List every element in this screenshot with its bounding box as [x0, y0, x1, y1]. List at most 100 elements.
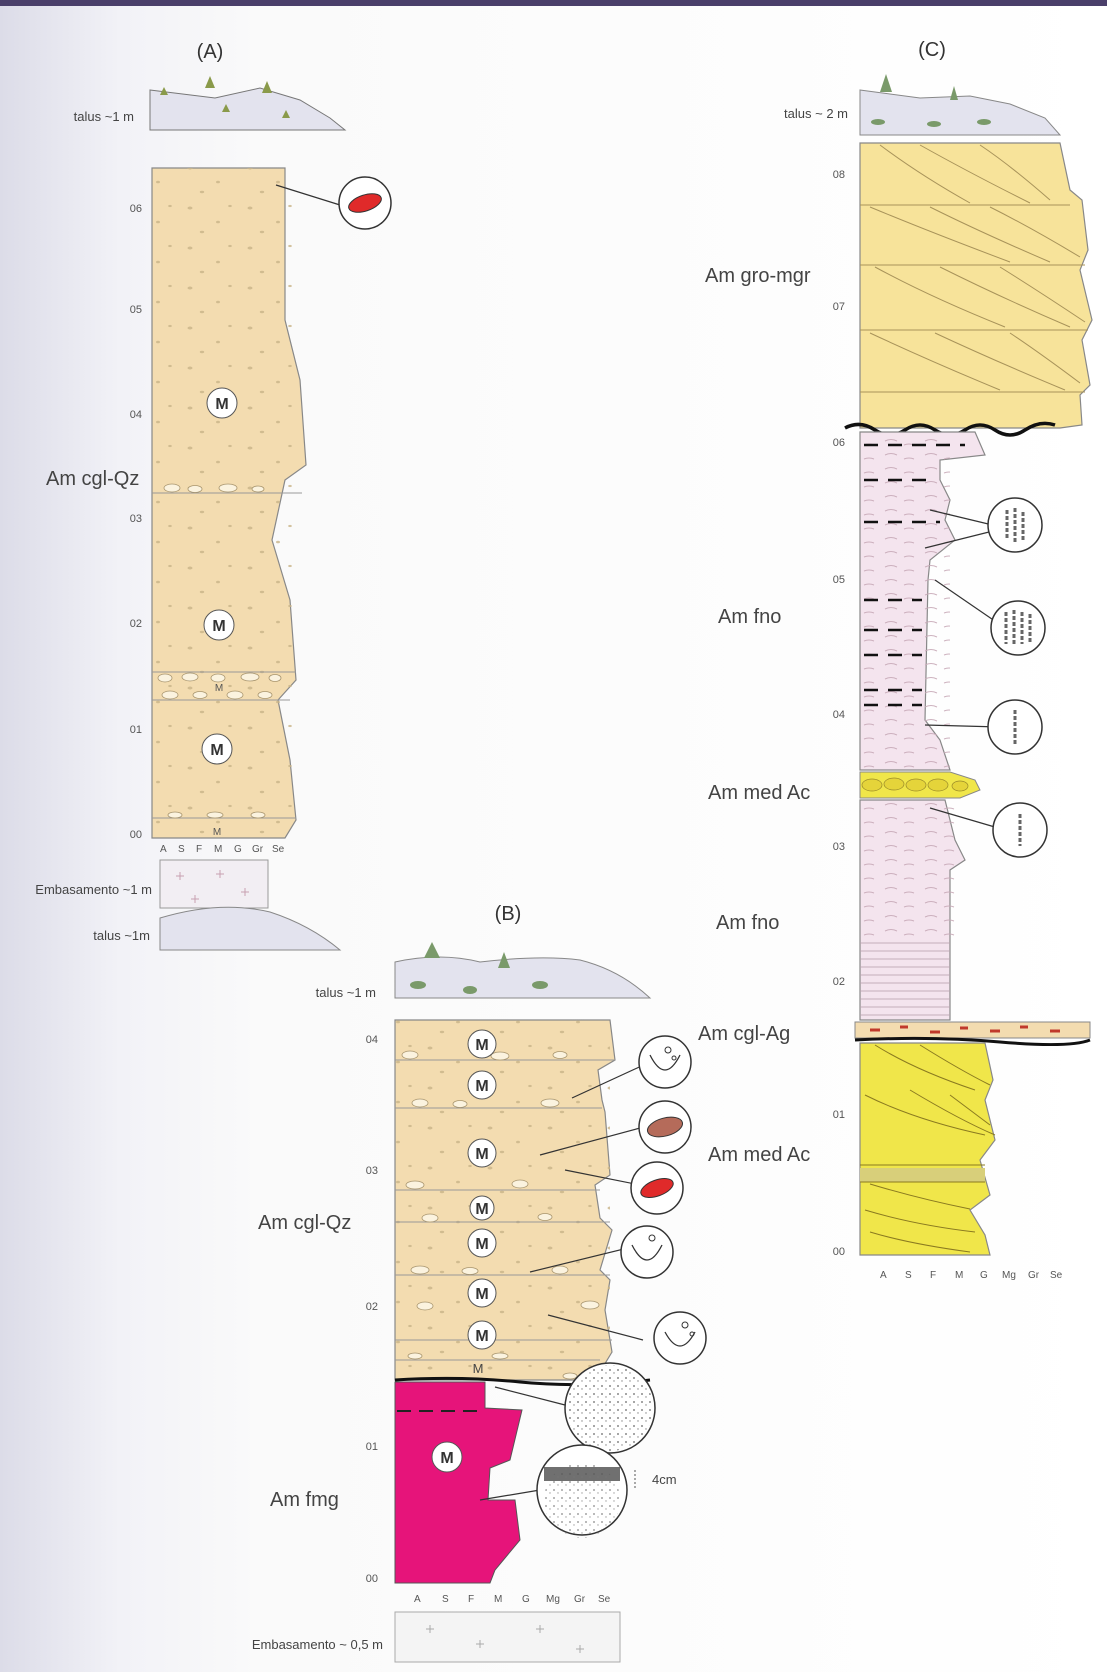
- grain-scale-c: A S F M G Mg Gr Se: [880, 1270, 1063, 1281]
- column-c: (C) talus ~ 2 m: [698, 39, 1092, 1281]
- gs-c: Gr: [1028, 1270, 1040, 1281]
- tick-a-04: 04: [130, 409, 142, 421]
- talus-bottom-a-label: talus ~1m: [93, 928, 150, 943]
- m-label: M: [212, 618, 225, 635]
- talus-top-a: [150, 88, 345, 130]
- trace-fossil-icon: [639, 1036, 691, 1088]
- tick-b-00: 00: [366, 1573, 378, 1585]
- facies-label-c: Am gro-mgr: [705, 265, 811, 287]
- basement-b: [395, 1612, 620, 1662]
- column-b: (B) talus ~1 m M M: [252, 903, 706, 1662]
- gs-b: G: [522, 1594, 530, 1605]
- tick-a-03: 03: [130, 513, 142, 525]
- talus-bottom-a: [160, 907, 340, 950]
- m-label: M: [475, 1037, 488, 1054]
- facies-label-c: Am cgl-Ag: [698, 1023, 790, 1045]
- gs-c: S: [905, 1270, 912, 1281]
- column-a-title: (A): [197, 41, 224, 63]
- trace-fossil-icon: [654, 1312, 706, 1364]
- gs-b: Mg: [546, 1594, 560, 1605]
- facies-label-b-upper: Am cgl-Qz: [258, 1212, 351, 1234]
- m-label: M: [215, 683, 223, 694]
- gs-c: F: [930, 1270, 936, 1281]
- gs-b: F: [468, 1594, 474, 1605]
- talus-top-c-label: talus ~ 2 m: [784, 106, 848, 121]
- texture-detail-icon: [565, 1363, 655, 1453]
- m-label: M: [475, 1286, 488, 1303]
- talus-top-b: [395, 957, 650, 998]
- gs-a: M: [214, 844, 222, 855]
- burrow-icon: [991, 601, 1045, 655]
- m-label: M: [475, 1328, 488, 1345]
- tick-c-00: 00: [833, 1246, 845, 1258]
- tick-a-05: 05: [130, 304, 142, 316]
- column-b-title: (B): [495, 903, 522, 925]
- m-label: M: [210, 742, 223, 759]
- tick-c-02: 02: [833, 976, 845, 988]
- tick-b-01: 01: [366, 1441, 378, 1453]
- tick-b-02: 02: [366, 1301, 378, 1313]
- gs-a: S: [178, 844, 185, 855]
- m-label: M: [213, 827, 221, 838]
- laminated-detail-icon: [537, 1445, 627, 1538]
- m-label: M: [475, 1201, 488, 1218]
- facies-label-a: Am cgl-Qz: [46, 468, 139, 490]
- talus-top-c: [860, 90, 1060, 135]
- tick-b-03: 03: [366, 1165, 378, 1177]
- thickness-note: 4cm: [652, 1472, 677, 1487]
- grain-scale-b: A S F M G Mg Gr Se: [414, 1594, 611, 1605]
- column-c-cross-bedded-lower: [860, 1043, 995, 1255]
- column-c-cross-bedded-upper: [860, 143, 1092, 428]
- gs-b: Se: [598, 1594, 611, 1605]
- gs-c: A: [880, 1270, 887, 1281]
- m-label: M: [475, 1146, 488, 1163]
- gs-a: Se: [272, 844, 285, 855]
- gs-b: S: [442, 1594, 449, 1605]
- tick-c-04: 04: [833, 709, 845, 721]
- talus-top-b-label: talus ~1 m: [316, 985, 376, 1000]
- gs-a: F: [196, 844, 202, 855]
- tick-a-06: 06: [130, 203, 142, 215]
- tick-a-00: 00: [130, 829, 142, 841]
- tick-c-03: 03: [833, 841, 845, 853]
- gs-c: Mg: [1002, 1270, 1016, 1281]
- tick-c-05: 05: [833, 574, 845, 586]
- gs-a: G: [234, 844, 242, 855]
- basement-a: [160, 860, 268, 908]
- m-label: M: [215, 396, 228, 413]
- facies-label-c: Am fno: [718, 606, 781, 628]
- m-label: M: [440, 1450, 453, 1467]
- trace-fossil-icon: [621, 1226, 673, 1278]
- tick-c-07: 07: [833, 301, 845, 313]
- gs-a: Gr: [252, 844, 264, 855]
- ticks-c: 08 07 06 05 04 03 02 01 00: [833, 169, 845, 1258]
- gs-c: M: [955, 1270, 963, 1281]
- grain-scale-a: A S F M G Gr Se: [160, 844, 285, 855]
- gs-a: A: [160, 844, 167, 855]
- talus-top-a-label: talus ~1 m: [74, 109, 134, 124]
- basement-b-label: Embasamento ~ 0,5 m: [252, 1637, 383, 1652]
- tick-c-01: 01: [833, 1109, 845, 1121]
- m-label: M: [475, 1236, 488, 1253]
- tick-a-01: 01: [130, 724, 142, 736]
- gs-b: M: [494, 1594, 502, 1605]
- column-a: (A) talus ~1 m M M M: [35, 41, 391, 950]
- burrow-icon: [993, 803, 1047, 857]
- column-c-title: (C): [918, 39, 946, 61]
- tick-c-08: 08: [833, 169, 845, 181]
- tick-a-02: 02: [130, 618, 142, 630]
- burrow-icon: [988, 498, 1042, 552]
- facies-label-b-lower: Am fmg: [270, 1489, 339, 1511]
- red-clast-icon-b: [631, 1162, 683, 1214]
- brown-clast-icon: [639, 1101, 691, 1153]
- gs-b: A: [414, 1594, 421, 1605]
- tick-c-06: 06: [833, 437, 845, 449]
- column-b-magenta: [395, 1382, 522, 1583]
- ticks-b: 04 03 02 01 00: [366, 1034, 378, 1585]
- facies-label-c: Am med Ac: [708, 782, 810, 804]
- tick-b-04: 04: [366, 1034, 378, 1046]
- burrow-icon: [988, 700, 1042, 754]
- gs-b: Gr: [574, 1594, 586, 1605]
- m-label: M: [475, 1078, 488, 1095]
